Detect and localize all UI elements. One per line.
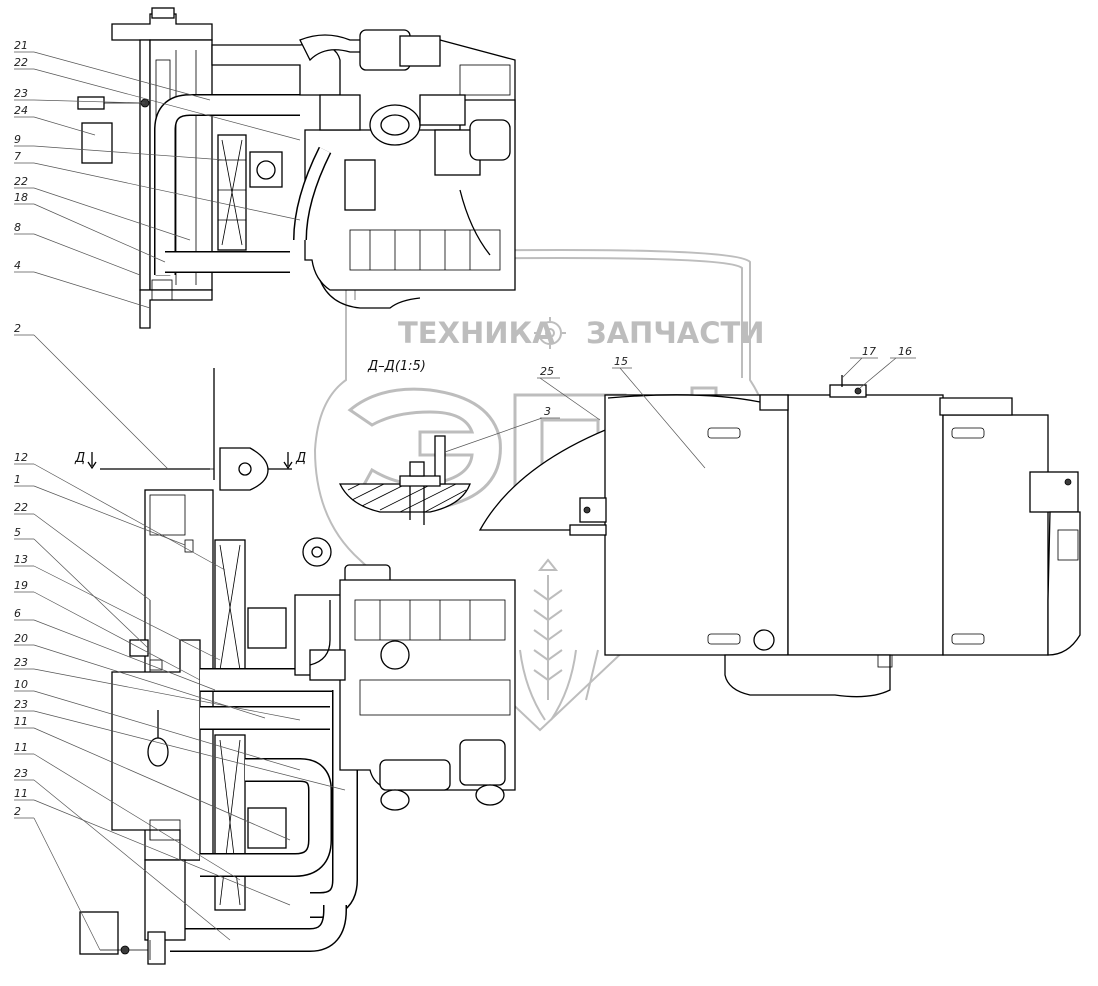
callout-23c: 23	[14, 698, 28, 711]
leader-lines	[14, 51, 916, 951]
callout-8: 8	[14, 221, 21, 234]
side-view: Д Д	[74, 368, 516, 965]
callout-5: 5	[14, 526, 21, 539]
section-detail: Д–Д(1:5)	[338, 359, 471, 525]
callout-7: 7	[14, 150, 21, 163]
callout-23: 23	[14, 87, 28, 100]
callout-21: 21	[14, 39, 28, 52]
top-view	[77, 7, 516, 329]
callout-2: 2	[14, 322, 21, 335]
callout-24: 24	[14, 104, 28, 117]
callout-16: 16	[898, 345, 912, 358]
hatching	[347, 483, 467, 513]
fuel-tank	[478, 375, 1081, 698]
callout-1: 1	[14, 473, 21, 486]
section-marker-left: Д	[74, 451, 85, 466]
callout-3: 3	[544, 405, 551, 418]
callout-25: 25	[540, 365, 554, 378]
callout-23d: 23	[14, 767, 28, 780]
callout-labels: 21 22 23 24 9 7 22 18 8 4 2 12 1 22 5 13…	[14, 39, 912, 818]
callout-22b: 22	[14, 175, 28, 188]
callout-13: 13	[14, 553, 28, 566]
callout-4: 4	[14, 259, 21, 272]
callout-20: 20	[14, 632, 28, 645]
callout-17: 17	[862, 345, 876, 358]
section-marker-right: Д	[295, 451, 306, 466]
callout-10: 10	[14, 678, 28, 691]
gear-icon	[534, 317, 566, 349]
callout-18: 18	[14, 191, 28, 204]
callout-11b: 11	[14, 741, 28, 754]
callout-6: 6	[14, 607, 21, 620]
watermark-left-word: ТЕХНИКА	[398, 316, 555, 350]
callout-2b: 2	[14, 805, 21, 818]
callout-19: 19	[14, 579, 28, 592]
watermark-right-word: ЗАПЧАСТИ	[586, 316, 765, 350]
callout-22c: 22	[14, 501, 28, 514]
callout-11c: 11	[14, 787, 28, 800]
callout-15: 15	[614, 355, 628, 368]
callout-11: 11	[14, 715, 28, 728]
callout-12: 12	[14, 451, 28, 464]
callout-22: 22	[14, 56, 28, 69]
callout-9: 9	[14, 133, 21, 146]
callout-23b: 23	[14, 656, 28, 669]
section-title: Д–Д(1:5)	[367, 359, 426, 374]
